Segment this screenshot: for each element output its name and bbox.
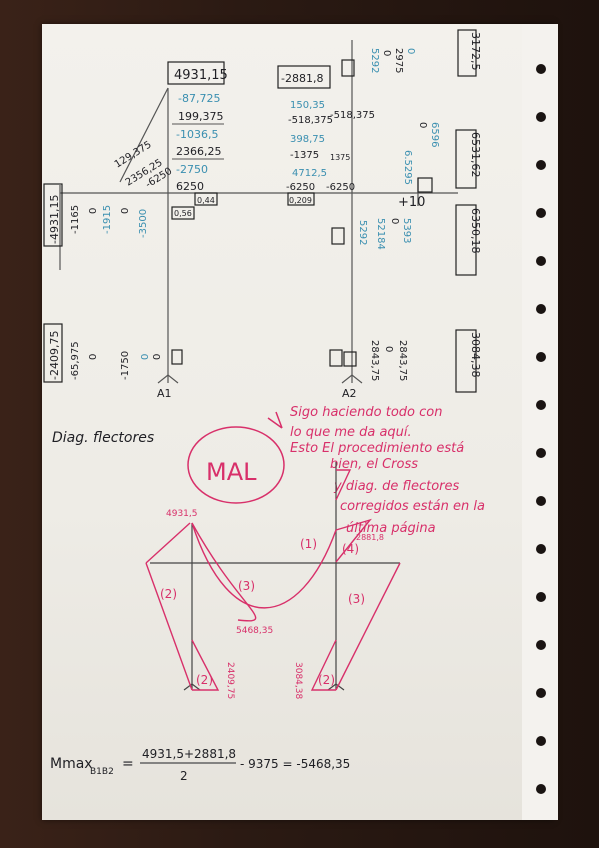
svg-text:-3500: -3500: [138, 209, 149, 238]
formula-numerator: 4931,5+2881,8: [142, 747, 236, 761]
svg-text:4712,5: 4712,5: [292, 168, 327, 179]
notebook-page: [42, 24, 554, 820]
support-a2: A2: [342, 387, 357, 400]
svg-text:(2): (2): [160, 587, 177, 601]
svg-text:bien, el Cross: bien, el Cross: [330, 457, 418, 472]
svg-text:0: 0: [88, 354, 99, 360]
svg-text:0: 0: [120, 208, 131, 214]
svg-text:0: 0: [88, 208, 99, 214]
svg-text:-1375: -1375: [290, 150, 319, 161]
formula-rest: - 9375 = -5468,35: [240, 757, 350, 771]
top-mid-moment: -2881,8: [281, 72, 323, 85]
support-a1: A1: [157, 387, 172, 400]
bottom-left-moment: -2409,75: [48, 331, 61, 380]
svg-text:-1036,5: -1036,5: [176, 128, 218, 141]
svg-text:5292: 5292: [357, 220, 368, 245]
result-boxes: [43, 29, 477, 393]
svg-text:6596: 6596: [429, 122, 440, 147]
right-upper-moment: 6531,62: [469, 132, 482, 178]
svg-text:6.5295: 6.5295: [402, 150, 413, 185]
moment-diagram: [145, 469, 401, 691]
cross-column-mid: 150,35 -518,375 398,75 -1375 4712,5 -625…: [286, 100, 375, 193]
svg-text:0: 0: [381, 50, 392, 56]
svg-text:5393: 5393: [401, 218, 412, 243]
final-moments: 4931,15 -2881,8 3172,5 6531,62 6350,18 -…: [48, 32, 482, 380]
svg-text:3084,38: 3084,38: [293, 662, 303, 699]
svg-text:-1750: -1750: [120, 351, 131, 380]
svg-text:2843,75: 2843,75: [397, 340, 408, 381]
perforated-margin: [522, 24, 558, 820]
svg-text:(3): (3): [348, 592, 365, 606]
svg-text:-518,375: -518,375: [288, 115, 333, 126]
svg-text:0: 0: [140, 354, 151, 360]
svg-text:6250: 6250: [176, 180, 204, 193]
svg-text:0: 0: [405, 48, 416, 54]
svg-text:2975: 2975: [393, 48, 404, 73]
svg-text:2409,75: 2409,75: [225, 662, 235, 699]
svg-text:-6250: -6250: [286, 182, 315, 193]
svg-text:-87,725: -87,725: [178, 92, 220, 105]
svg-text:y diag. de flectores: y diag. de flectores: [333, 479, 459, 494]
svg-text:-65,975: -65,975: [70, 341, 81, 380]
svg-text:=: =: [122, 756, 134, 772]
frame-sketch-lower: [150, 462, 400, 691]
top-right-moment: 3172,5: [469, 32, 482, 71]
formula-lhs: Mmax: [50, 756, 93, 772]
svg-text:(2): (2): [196, 673, 213, 687]
mal-circle: [187, 426, 285, 504]
svg-text:398,75: 398,75: [290, 134, 325, 145]
svg-text:0: 0: [383, 346, 394, 352]
svg-text:corregidos están en la: corregidos están en la: [340, 499, 485, 514]
svg-text:-2750: -2750: [176, 163, 208, 176]
svg-text:última página: última página: [346, 521, 436, 536]
lower-left-values: -65,975 0 -1750 0 0: [70, 341, 163, 380]
svg-text:0: 0: [417, 122, 428, 128]
left-column-values: -1165 0 -1915 0 -3500: [70, 205, 149, 238]
svg-text:+10: +10: [398, 195, 425, 210]
svg-text:(3): (3): [238, 579, 255, 593]
right-lower-moment: 6350,18: [469, 208, 482, 254]
svg-text:5292: 5292: [369, 48, 380, 73]
mmax-formula: Mmax B1B2 = 4931,5+2881,8 2 - 9375 = -54…: [50, 747, 350, 783]
svg-text:0,56: 0,56: [174, 209, 192, 218]
svg-text:52184: 52184: [375, 218, 386, 250]
section-heading: Diag. flectores: [52, 430, 154, 446]
svg-text:5468,35: 5468,35: [236, 626, 273, 636]
svg-text:-518,375: -518,375: [330, 110, 375, 121]
svg-text:2881,8: 2881,8: [356, 533, 384, 542]
left-col-moment: -4931,15: [48, 195, 61, 244]
svg-text:Esto El procedimiento está: Esto El procedimiento está: [290, 441, 464, 456]
diagonal-values: 129,375 2356,25 -6250: [113, 139, 174, 190]
svg-text:0,44: 0,44: [197, 196, 215, 205]
svg-text:(1): (1): [300, 537, 317, 551]
formula-denominator: 2: [180, 769, 188, 783]
svg-text:-6250: -6250: [326, 182, 355, 193]
svg-text:0: 0: [389, 218, 400, 224]
svg-text:(2): (2): [318, 673, 335, 687]
svg-text:0,209: 0,209: [289, 196, 312, 205]
svg-text:Sigo haciendo todo con: Sigo haciendo todo con: [290, 405, 442, 420]
svg-text:2843,75: 2843,75: [369, 340, 380, 381]
top-left-moment: 4931,15: [174, 68, 228, 83]
bottom-right-moment: 3084,38: [469, 332, 482, 378]
svg-text:4931,5: 4931,5: [166, 509, 198, 519]
svg-text:-1165: -1165: [70, 205, 81, 234]
svg-text:199,375: 199,375: [178, 110, 224, 123]
svg-text:-1915: -1915: [102, 205, 113, 234]
cross-column-left: -87,725 199,375 -1036,5 2366,25 -2750 62…: [172, 92, 224, 193]
teacher-feedback: MAL Sigo haciendo todo con lo que me da …: [187, 405, 485, 536]
svg-text:150,35: 150,35: [290, 100, 325, 111]
svg-text:lo que me da aquí.: lo que me da aquí.: [290, 425, 412, 440]
formula-lhs-sub: B1B2: [90, 767, 114, 777]
diagram-labels: 4931,5 5468,35 2881,8 2409,75 3084,38 (2…: [160, 509, 384, 699]
feedback-stamp: MAL: [206, 458, 257, 486]
supports: A1 A2: [157, 387, 357, 400]
right-column-values: 5292 0 2975 0 0 6596 6.5295 5292 52184 0…: [357, 48, 440, 381]
svg-text:0: 0: [152, 354, 163, 360]
svg-text:(4): (4): [342, 542, 359, 556]
distribution-factors: 0,44 0,56 0,209: [174, 196, 312, 218]
svg-text:2366,25: 2366,25: [176, 145, 222, 158]
svg-text:1375: 1375: [330, 153, 350, 162]
